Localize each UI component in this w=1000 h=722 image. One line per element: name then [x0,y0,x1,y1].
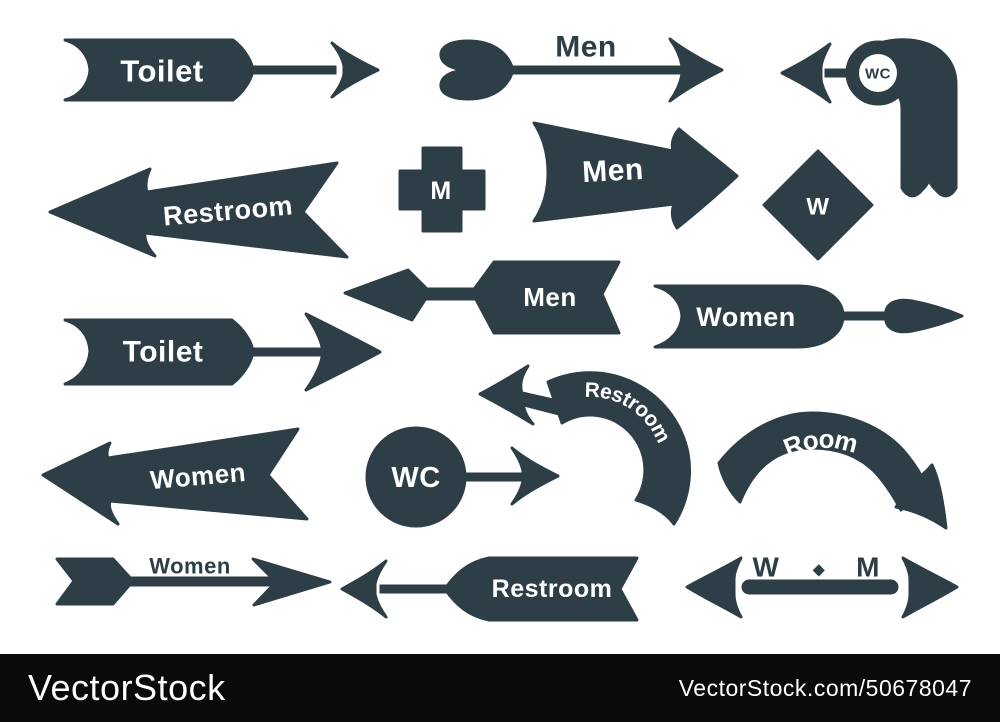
arrowhead-right-icon [510,446,560,506]
sign-label: WC [865,66,891,83]
sign-label: Men [523,282,577,312]
sign-label: Toilet [120,54,203,89]
sign-men-fletched-arrow-right: Men [439,31,724,103]
cross-icon [398,146,486,233]
sign-wc-circle-arrow-right: WC [365,426,560,528]
arrowhead-right-icon [251,557,332,607]
sign-label: Women [696,302,796,332]
sign-restroom-curved-arrow-up-left: Restroom [478,364,692,526]
arrowhead-down-right-icon [894,463,948,530]
sign-restroom-tag-arrow-left: Restroom [340,556,639,622]
arrowhead-right-icon [901,556,959,619]
sign-label-men: M [856,552,880,583]
sign-label: Men [555,31,617,64]
sign-men-cross-badge: M [398,146,486,233]
sign-toilet-banner-arrow-right: Toilet [63,38,380,102]
watermark-credit-url: VectorStock.com/50678047 [678,674,972,701]
toilet-direction-signs-artwork: Toilet Men WC Restroom M [41,31,964,622]
sign-label: WC [391,462,440,494]
watermark-bar: VectorStock VectorStock.com/50678047 [0,654,1000,722]
arrow-shaft [457,472,529,482]
sign-label: Toilet [123,336,204,369]
diamond-separator-icon: ◆ [813,562,826,579]
sign-label: Women [149,554,231,579]
sign-toilet-banner-big-arrow-right: Toilet [63,312,382,392]
fletching-icon [55,557,135,606]
toilet-banner-shape [63,318,254,386]
arrow-shaft [245,347,321,357]
sign-label: W [806,194,829,221]
sign-restroom-swept-arrow-left: Restroom [48,161,349,259]
big-arrowhead-right-icon [304,312,382,392]
arched-band-shape [717,411,929,512]
toilet-banner-shape [63,38,254,102]
rounded-banner-shape [653,284,845,349]
arrow-shaft [504,65,696,75]
vectorstock-logo: VectorStock [28,667,226,708]
arrowhead-left-icon [685,556,743,619]
sign-women-diamond-badge: W [762,149,874,261]
tag-banner-shape [470,260,621,335]
arrow-shaft [424,287,476,301]
arrowhead-right-icon [668,37,724,103]
wedge-arrow-right-shape [532,121,739,230]
diamond-icon [762,149,874,261]
fletching-icon [439,39,515,101]
arrow-shaft [741,579,899,595]
arrowhead-left-icon [780,42,832,104]
sign-wc-circle-ribbon-arrow-left: WC [780,38,958,198]
sign-room-curved-arrow-down-right: Room [717,411,948,530]
sign-women-banner-leaf-arrow-right: Women [653,284,964,349]
sign-men-wedge-arrow-right: Men [532,121,739,230]
arrowhead-left-icon [340,559,388,619]
sign-label-women: W [753,552,780,583]
swept-arrow-left-shape [41,427,309,526]
arrow-shaft [245,65,337,75]
sign-women-fletched-arrow-right: Women [55,554,332,607]
sign-label: M [430,177,451,205]
sign-men-tag-diamond-arrow-left: Men [343,260,621,335]
pointed-banner-shape [443,556,639,622]
sign-women-men-double-arrow: W ◆ M [685,552,959,619]
leaf-arrowhead-right-icon [884,298,964,334]
sign-women-swept-arrow-left: Women [41,427,309,526]
wc-badge-face [859,54,897,92]
swept-arrow-left-shape [48,161,349,259]
curved-band-shape [546,371,692,526]
sign-label: Men [581,153,644,189]
arrow-shaft [837,311,889,321]
kite-arrowhead-left-icon [343,268,432,322]
arrowhead-right-icon [330,41,380,99]
sign-label: Restroom [492,575,613,603]
